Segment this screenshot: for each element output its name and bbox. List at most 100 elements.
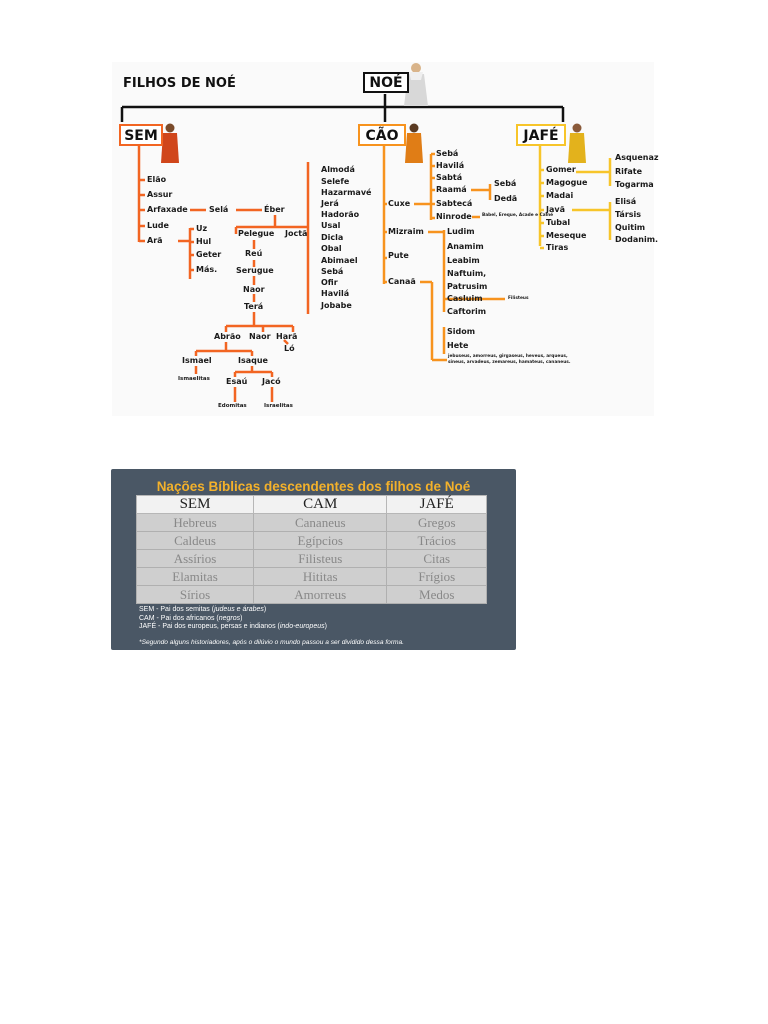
node-label: Selefe (321, 177, 350, 186)
node-label: Éber (264, 205, 285, 214)
node-label: Naor (249, 332, 271, 341)
node-label: Dedã (494, 194, 518, 203)
node-label: Gomer (546, 165, 576, 174)
table-cell: Filisteus (253, 549, 388, 568)
noe-box: NOÉ (363, 72, 409, 93)
table-header-row: SEM CAM JAFÉ (135, 495, 487, 514)
canaa-note: jebuseus, amorreus, girgaseus, heveus, a… (448, 354, 571, 365)
node-label: Lude (147, 221, 169, 230)
nations-table: SEM CAM JAFÉ Hebreus Cananeus Gregos Cal… (135, 495, 487, 604)
node-label: Jobabe (321, 301, 352, 310)
table-row: Sírios Amorreus Medos (135, 585, 487, 604)
table-cell: Sírios (135, 585, 255, 604)
node-label: Ofir (321, 278, 338, 287)
node-label: Arã (147, 236, 163, 245)
table-row: Caldeus Egípcios Trácios (135, 531, 487, 550)
node-label: Dodanim. (615, 235, 659, 244)
table-cell: Caldeus (135, 531, 255, 550)
note-line: JAFÉ - Pai dos europeus, persas e indian… (139, 623, 327, 631)
column-header: SEM (135, 495, 255, 514)
node-label: Meseque (546, 231, 587, 240)
node-label: Sabtecá (436, 199, 473, 208)
table-cell: Medos (386, 585, 487, 604)
node-label: Tubal (546, 218, 571, 227)
node-label: Elisá (615, 197, 637, 206)
node-label: Elão (147, 175, 167, 184)
nations-table-panel: Nações Bíblicas descendentes dos filhos … (111, 469, 516, 650)
node-label: Patrusim (447, 282, 488, 291)
sem-box: SEM (119, 124, 163, 146)
people-label: Israelitas (264, 403, 293, 409)
node-label: Sebá (494, 179, 517, 188)
node-label: Ló (284, 344, 295, 353)
tree-connector-lines (120, 63, 612, 402)
node-label: Raamá (436, 185, 467, 194)
node-label: Pelegue (238, 229, 275, 238)
node-label: Hete (447, 341, 469, 350)
jafe-figure (568, 123, 586, 163)
table-cell: Assírios (135, 549, 255, 568)
table-title: Nações Bíblicas descendentes dos filhos … (156, 479, 471, 494)
node-label: Joctã (285, 229, 308, 238)
node-label: Almodá (321, 165, 355, 174)
cao-figure (405, 123, 423, 163)
node-label: Casluim (447, 294, 483, 303)
node-label: Harã (276, 332, 298, 341)
cao-box: CÃO (358, 124, 406, 146)
noah-figure (404, 63, 428, 106)
node-label: Dicla (321, 233, 344, 242)
node-label: Leabim (447, 256, 480, 265)
node-label: Abimael (321, 256, 358, 265)
node-label: Reú (245, 249, 263, 258)
sem-figure (161, 123, 179, 163)
node-label: Társis (615, 210, 642, 219)
node-label: Caftorim (447, 307, 487, 316)
node-label: Terá (244, 302, 264, 311)
family-tree-diagram: FILHOS DE NOÉ NOÉ SEM CÃO JAFÉ Elão Assu… (112, 62, 659, 416)
node-label: Mizraim (388, 227, 424, 236)
node-label: Pute (388, 251, 409, 260)
jafe-box: JAFÉ (516, 124, 566, 146)
table-cell: Frígios (386, 567, 487, 586)
node-label: Ludim (447, 227, 475, 236)
node-label: Geter (196, 250, 222, 259)
node-label: Uz (196, 224, 208, 233)
node-label: Arfaxade (147, 205, 188, 214)
node-label: Naor (243, 285, 265, 294)
node-label: Quitim (615, 223, 646, 232)
node-label: Serugue (236, 266, 274, 275)
table-cell: Elamitas (135, 567, 255, 586)
node-label: Isaque (238, 356, 268, 365)
node-label: Hadorão (321, 210, 360, 219)
node-label: Asquenaz (615, 153, 659, 162)
note-line: CAM - Pai dos africanos (negros) (139, 614, 243, 622)
node-label: Selá (209, 205, 229, 214)
note-line: SEM - Pai dos semitas (judeus e árabes) (139, 606, 267, 613)
node-label: Togarma (615, 180, 654, 189)
node-label: Abrão (214, 332, 241, 341)
node-label: Madai (546, 191, 574, 200)
table-cell: Cananeus (253, 513, 388, 532)
node-label: Hazarmavé (321, 188, 372, 197)
node-label: Javã (546, 205, 565, 214)
node-label: Hul (196, 237, 212, 246)
table-row: Elamitas Hititas Frígios (135, 567, 487, 586)
column-header: CAM (253, 495, 388, 514)
column-header: JAFÉ (386, 495, 487, 514)
node-label: Sidom (447, 327, 476, 336)
people-label: Ismaelitas (178, 376, 210, 382)
table-cell: Egípcios (253, 531, 388, 550)
node-label: Naftuim, (447, 269, 487, 278)
node-label: Rifate (615, 167, 643, 176)
node-label: Magogue (546, 178, 588, 187)
node-label: Havilá (321, 289, 350, 298)
node-label: Sebá (321, 267, 344, 276)
table-cell: Hebreus (135, 513, 255, 532)
table-cell: Citas (386, 549, 487, 568)
casluim-note: Filisteus (508, 296, 529, 301)
node-label: Jerá (321, 199, 339, 208)
node-label: Ninrode (436, 212, 472, 221)
table-cell: Amorreus (253, 585, 388, 604)
node-label: Esaú (226, 377, 248, 386)
tree-title: FILHOS DE NOÉ (123, 76, 236, 91)
